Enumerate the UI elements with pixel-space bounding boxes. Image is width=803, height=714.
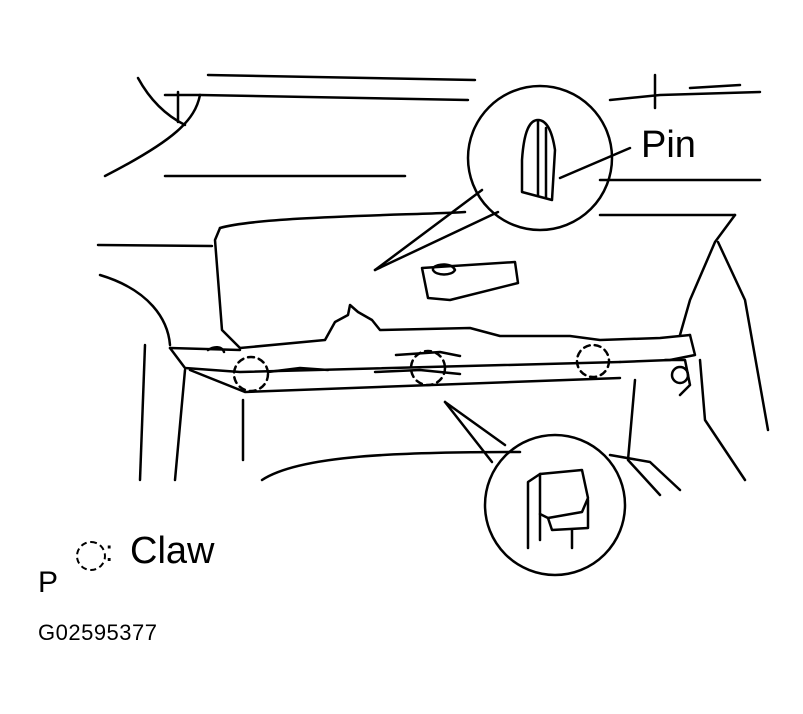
claw-label: Claw (130, 530, 215, 572)
claw-marker-right (575, 343, 611, 379)
dashed-circle-icon (76, 541, 106, 571)
legend-separator: : (105, 535, 114, 568)
claw-marker-left (232, 355, 270, 393)
claw-markers (232, 343, 611, 393)
glovebox-latch (420, 260, 520, 302)
upper-dashboard (103, 73, 762, 182)
claw-clip-icon (526, 468, 590, 550)
claw-marker-center (409, 349, 447, 387)
lower-console (98, 240, 770, 497)
pin-callout (373, 84, 632, 272)
glove-box (96, 210, 737, 394)
figure-code: G02595377 (38, 620, 158, 645)
claw-callout (443, 400, 627, 577)
page-mark: P (38, 566, 59, 599)
pin-clip-icon (520, 118, 557, 202)
pin-label: Pin (641, 124, 696, 166)
